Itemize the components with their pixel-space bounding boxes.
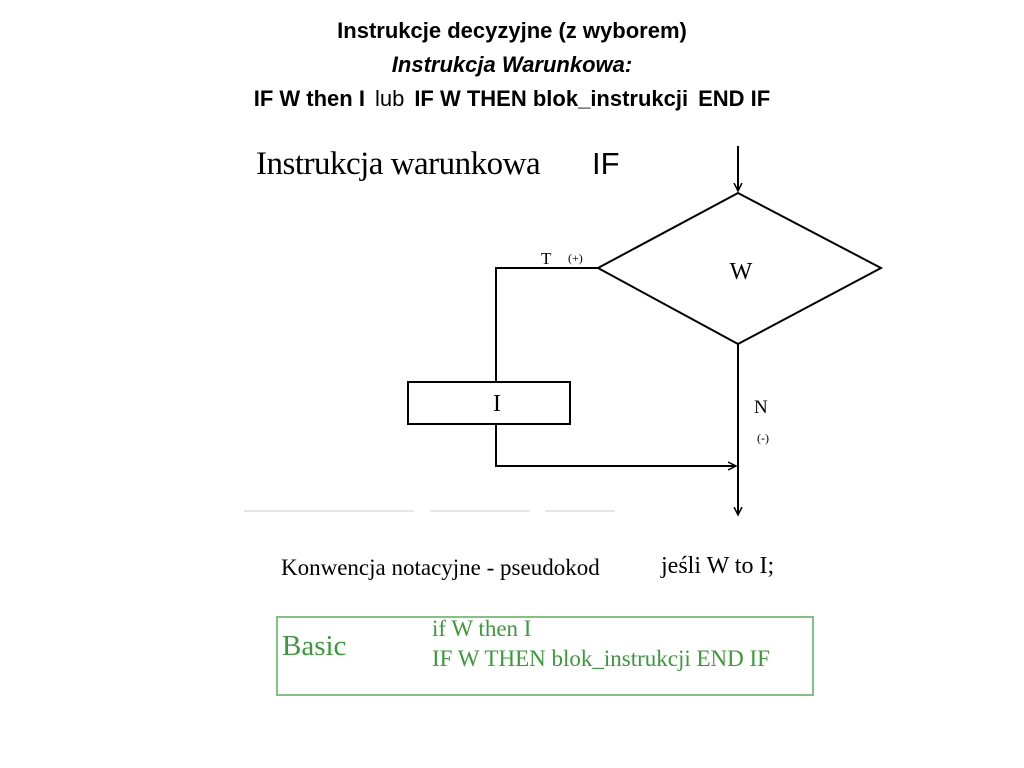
scan-artifact-line <box>244 510 414 512</box>
syntax-block: IF W THEN blok_instrukcji <box>414 86 689 111</box>
syntax-line: IF W then I lub IF W THEN blok_instrukcji E… <box>0 82 1024 116</box>
instruction-label: I <box>493 391 501 417</box>
basic-syntax-short: if W then I <box>432 616 532 641</box>
scan-artifact-line <box>545 510 615 512</box>
false-branch-sign: (-) <box>757 431 769 445</box>
syntax-separator: lub <box>374 86 405 111</box>
true-branch-line <box>495 267 598 382</box>
basic-label: Basic <box>282 630 347 662</box>
true-branch-label: T <box>541 249 552 268</box>
decision-condition: W <box>730 259 753 285</box>
basic-syntax-box <box>276 616 814 696</box>
slide-title: Instrukcje decyzyjne (z wyborem) <box>337 18 687 43</box>
instruction-box <box>407 381 571 425</box>
false-branch-label: N <box>754 397 768 418</box>
slide-subtitle: Instrukcja Warunkowa: <box>391 52 633 77</box>
figure-title: Instrukcja warunkowa <box>256 146 541 182</box>
basic-syntax-block: IF W THEN blok_instrukcji END IF <box>432 646 770 671</box>
scan-artifact-line <box>430 510 530 512</box>
pseudocode-text: jeśli W to I; <box>661 553 775 579</box>
figure-title-keyword: IF <box>592 146 620 181</box>
pseudocode-label: Konwencja notacyjne - pseudokod <box>281 555 600 580</box>
merge-line <box>495 424 736 466</box>
syntax-end: END IF <box>698 86 771 111</box>
true-branch-sign: (+) <box>568 251 583 265</box>
slide-header: Instrukcje decyzyjne (z wyborem) Instruk… <box>0 14 1024 116</box>
syntax-short: IF W then I <box>253 86 365 111</box>
